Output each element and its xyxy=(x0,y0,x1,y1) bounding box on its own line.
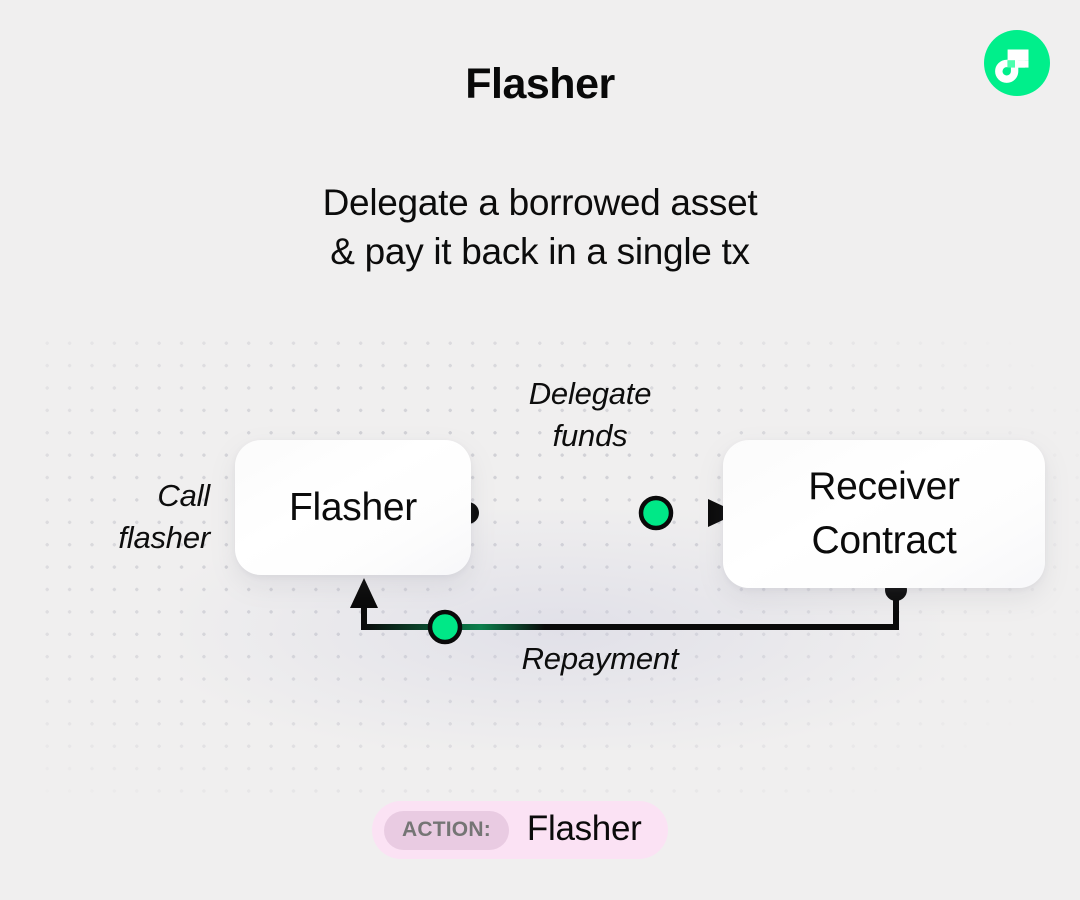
edge-delegate-funds xyxy=(457,495,738,531)
page-subtitle-line-2: & pay it back in a single tx xyxy=(330,231,750,272)
edge-label-repayment-line-1: Repayment xyxy=(521,641,679,676)
page-subtitle: Delegate a borrowed asset & pay it back … xyxy=(0,178,1080,276)
page-title: Flasher xyxy=(465,60,615,108)
action-value: Flasher xyxy=(526,809,642,848)
connector-layer xyxy=(350,495,907,645)
token-dot-repayment xyxy=(427,609,463,645)
edge-label-call-flasher-line-1: Call xyxy=(157,478,210,513)
action-badge: ACTION: Flasher xyxy=(372,801,668,859)
node-receiver-label-line-2: Contract xyxy=(811,519,957,562)
token-dot-delegate xyxy=(638,495,674,531)
edge-label-call-flasher: Call flasher xyxy=(0,475,210,559)
diagram-stage: Flasher Receiver Contract Call flasher D… xyxy=(0,320,1080,794)
node-receiver-contract[interactable]: Receiver Contract xyxy=(723,440,1045,588)
node-receiver-contract-label: Receiver Contract xyxy=(808,460,960,568)
edge-label-delegate-funds: Delegate funds xyxy=(430,373,750,457)
edge-label-repayment: Repayment xyxy=(440,638,760,680)
node-receiver-label-line-1: Receiver xyxy=(808,465,960,508)
edge-label-call-flasher-line-2: flasher xyxy=(118,520,210,555)
edge-label-delegate-funds-line-1: Delegate xyxy=(528,376,652,411)
page-subtitle-line-1: Delegate a borrowed asset xyxy=(322,182,758,223)
node-flasher[interactable]: Flasher xyxy=(235,440,471,575)
node-flasher-label: Flasher xyxy=(289,485,417,531)
action-chip-label: ACTION: xyxy=(384,810,509,850)
node-flasher-label-line-1: Flasher xyxy=(289,485,417,529)
flow-logo-icon xyxy=(984,30,1050,96)
edge-label-delegate-funds-line-2: funds xyxy=(552,418,628,453)
